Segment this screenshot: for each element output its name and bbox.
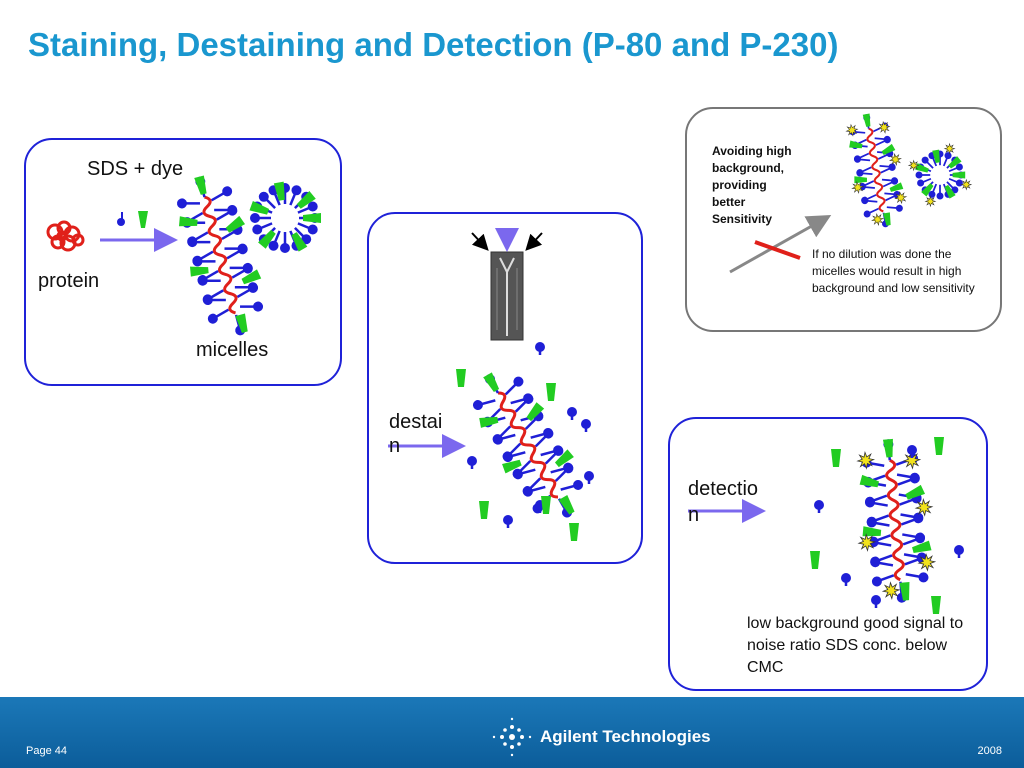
free-surfactant-icon — [117, 212, 125, 226]
micelles-label: micelles — [196, 339, 269, 361]
diagram-graphics — [46, 113, 973, 614]
protein-label: protein — [38, 270, 100, 292]
detection-label-line2: n — [688, 504, 700, 526]
detection-label: detectio n — [688, 476, 758, 528]
dilution-empty-micelle — [907, 142, 973, 208]
dilution-protein-micelle — [845, 113, 908, 228]
agilent-spark-logo — [492, 717, 532, 757]
destain-label-line1: destai — [389, 411, 443, 433]
no-dilution-note: If no dilution was done the micelles wou… — [812, 247, 975, 295]
footer-bar: Page 44 Agilent Technologies 2008 — [0, 697, 1024, 768]
detection-panel — [668, 417, 988, 691]
dye-molecule-icon — [138, 211, 148, 228]
chip-arrow-right — [525, 232, 543, 251]
company-name: Agilent Technologies — [540, 727, 711, 746]
avoid-note-line: Avoiding high — [712, 144, 792, 158]
avoid-note-line: providing — [712, 178, 767, 192]
chip-icon — [490, 251, 524, 341]
protein-micelle — [176, 175, 264, 336]
destain-free-molecules — [456, 342, 594, 541]
detection-label-line1: detectio — [688, 478, 759, 500]
result-note: low background good signal to noise rati… — [747, 615, 964, 676]
destain-label-line2: n — [389, 435, 401, 457]
avoid-note-line: better — [712, 195, 746, 209]
dilution-arrow — [729, 215, 832, 274]
destain-micelle — [472, 372, 584, 518]
avoid-note: Avoiding high background, providing bett… — [712, 143, 792, 228]
sds-dye-label: SDS + dye — [87, 158, 184, 180]
chip-arrow-left — [471, 232, 489, 251]
avoid-note-line: Sensitivity — [712, 212, 773, 226]
avoid-note-line: background, — [712, 161, 785, 175]
page-number: Page 44 — [26, 745, 67, 757]
destain-label: destai n — [389, 410, 442, 458]
protein-cluster — [46, 220, 85, 252]
block-mark — [754, 240, 801, 260]
slide-title: Staining, Destaining and Detection (P-80… — [28, 26, 839, 63]
footer-year: 2008 — [977, 745, 1002, 757]
empty-micelle — [249, 181, 321, 253]
stain-panel — [24, 138, 342, 386]
detection-micelle — [856, 438, 937, 603]
detection-free-molecules — [810, 437, 964, 614]
